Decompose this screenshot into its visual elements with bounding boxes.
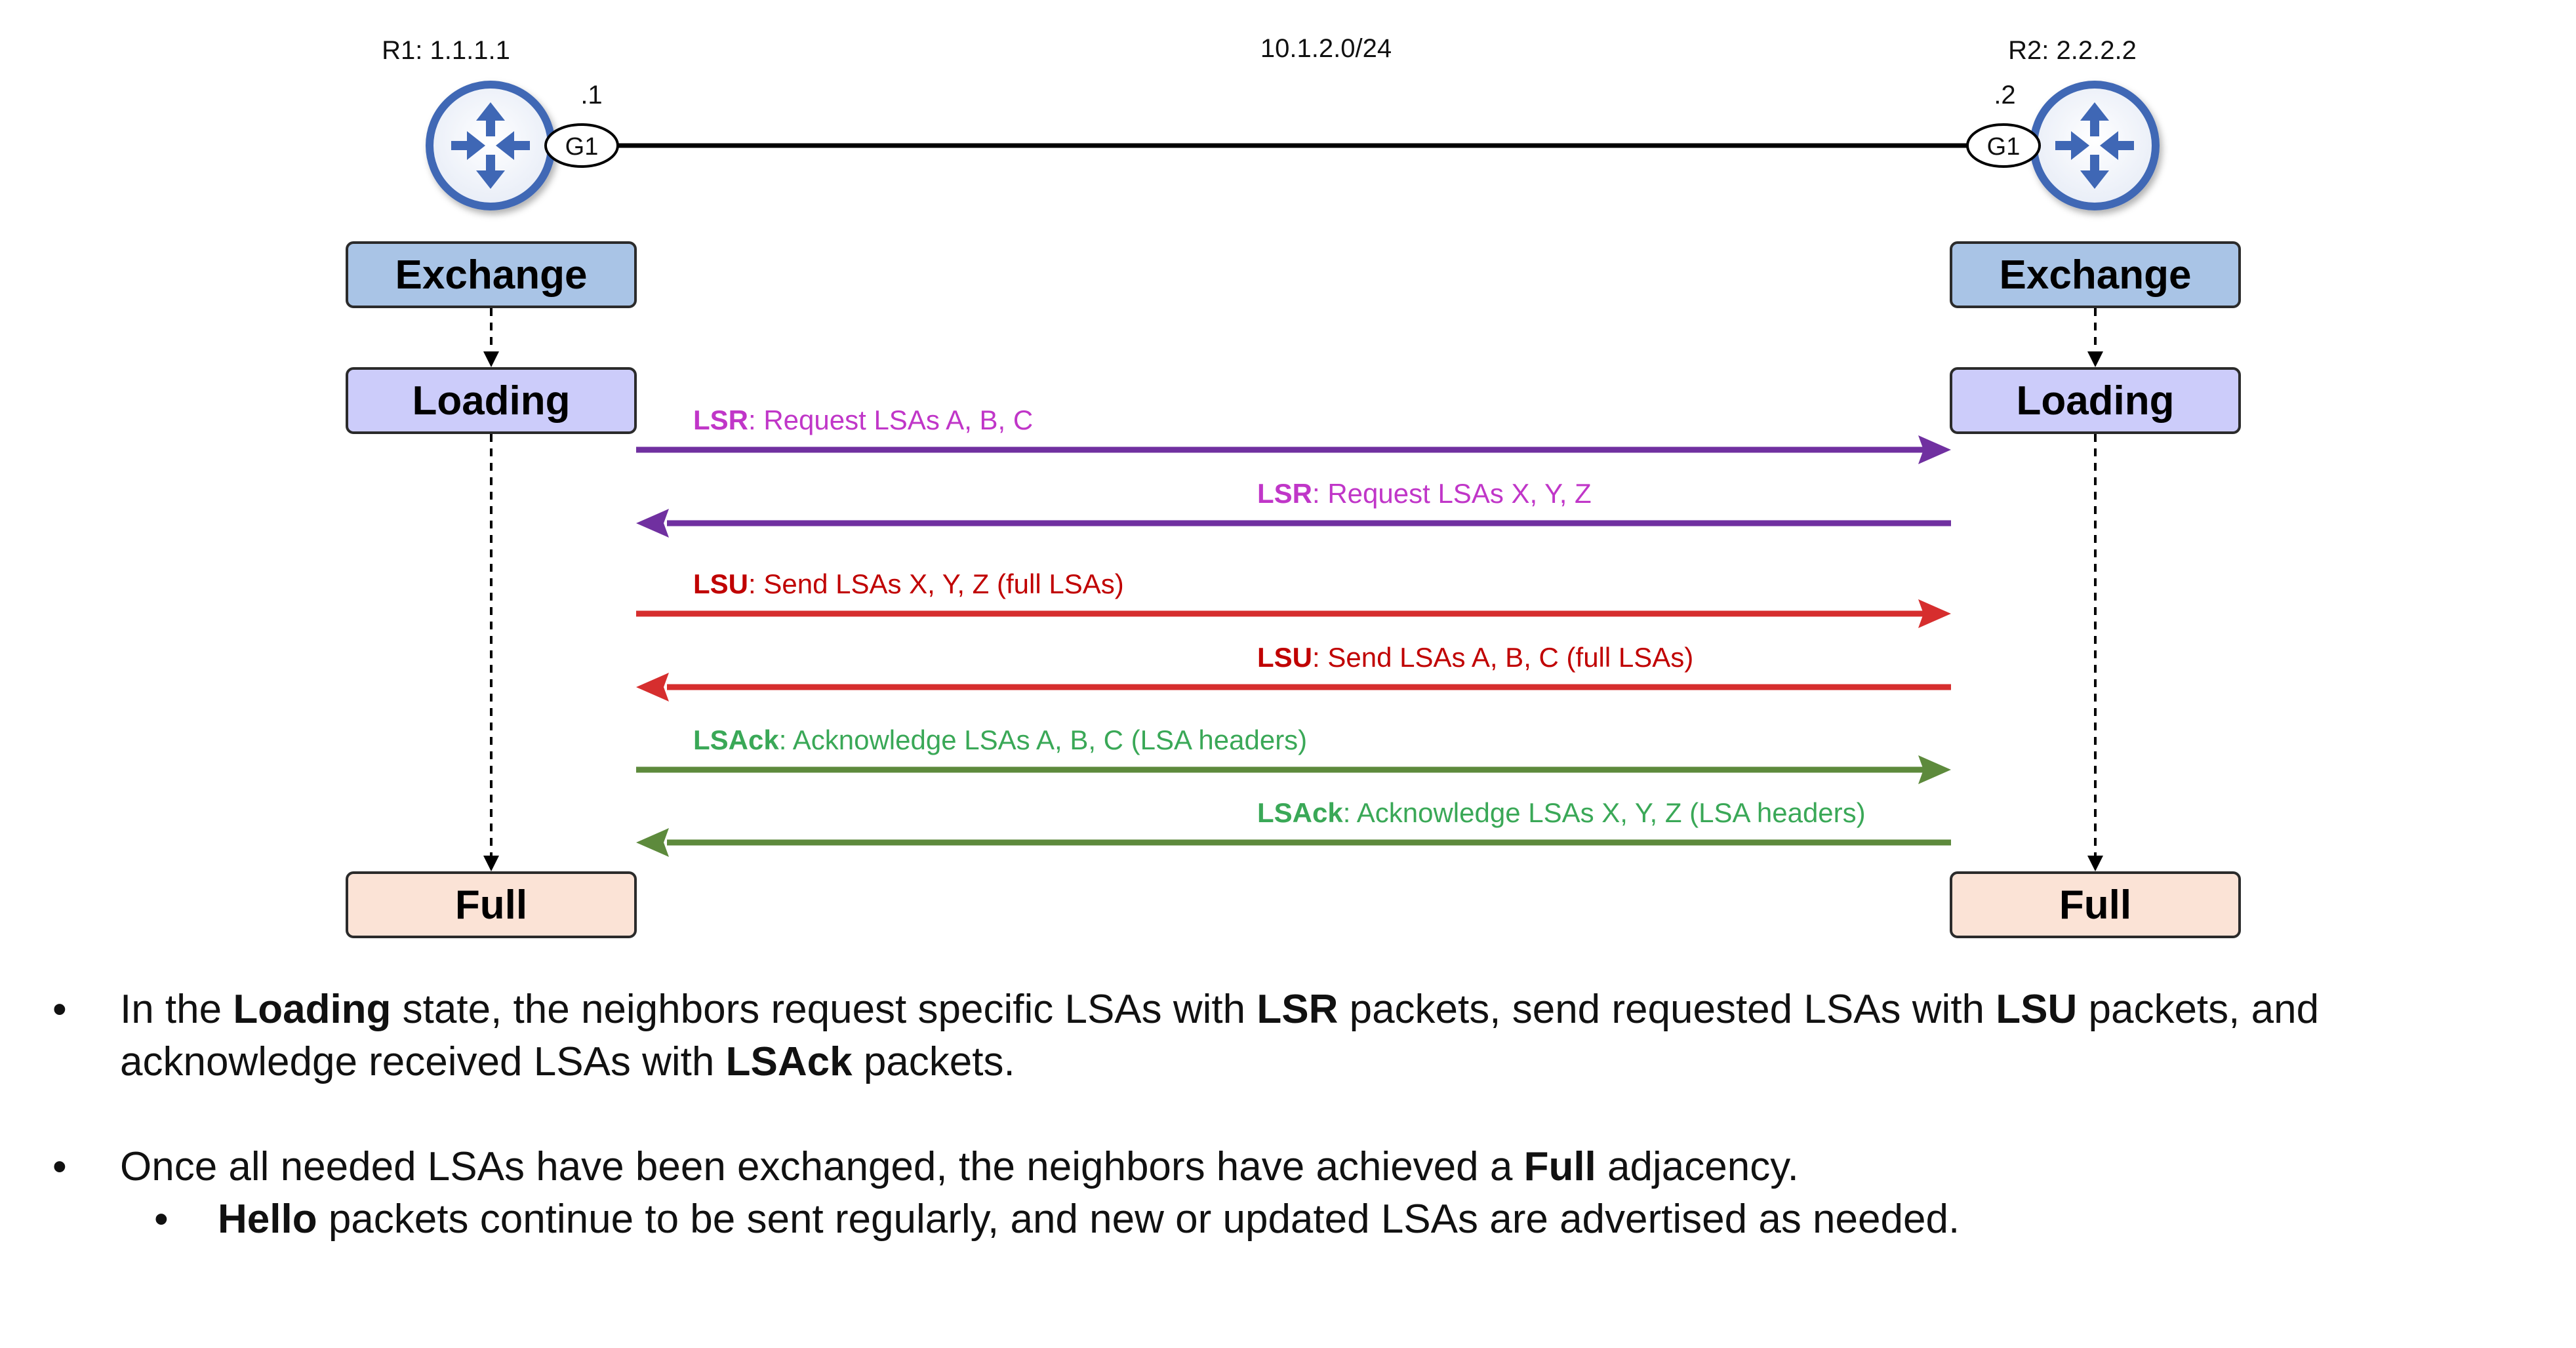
- bullet-loading-state: • In the Loading state, the neighbors re…: [52, 983, 2518, 1088]
- message-arrows: LSR: Request LSAs A, B, C LSR: Request LS…: [636, 405, 1951, 857]
- r1-interface-label: G1: [565, 133, 599, 161]
- message-label-lsu: LSU: Send LSAs X, Y, Z (full LSAs): [693, 568, 1124, 599]
- r1-interface-oval: [544, 123, 619, 168]
- r1-loading-label: Loading: [412, 378, 570, 424]
- ospf-loading-diagram: R1: 1.1.1.1 10.1.2.0/24 R2: 2.2.2.2 .1 .…: [346, 34, 2241, 938]
- message-arrowhead: [636, 509, 669, 538]
- bullet-marker: •: [52, 1144, 67, 1189]
- message-label-lsr: LSR: Request LSAs A, B, C: [693, 405, 1033, 435]
- bullet-marker: •: [154, 1197, 169, 1242]
- r2-interface-oval: [1966, 123, 2041, 168]
- sub-bullet-hello: • Hello packets continue to be sent regu…: [52, 1193, 2518, 1246]
- message-arrowhead: [1918, 755, 1951, 784]
- r2-exchange-label: Exchange: [2000, 252, 2192, 298]
- message-arrowhead: [1918, 599, 1951, 628]
- message-label-lsu: LSU: Send LSAs A, B, C (full LSAs): [1257, 642, 1693, 673]
- r1-label: R1: 1.1.1.1: [382, 36, 510, 65]
- r1-ip-label: .1: [580, 81, 602, 109]
- r2-full-label: Full: [2059, 882, 2131, 928]
- bullet-full-adjacency: • Once all needed LSAs have been exchang…: [52, 1141, 2518, 1193]
- r2-interface-label: G1: [1987, 133, 2021, 161]
- r2-full-box: [1950, 871, 2241, 938]
- message-label-lsack: LSAck: Acknowledge LSAs A, B, C (LSA hea…: [693, 724, 1307, 755]
- message-label-lsack: LSAck: Acknowledge LSAs X, Y, Z (LSA hea…: [1257, 797, 1866, 828]
- r1-exchange-box: [346, 241, 637, 308]
- r2-loading-box: [1950, 367, 2241, 434]
- r1-loading-box: [346, 367, 637, 434]
- r2-label: R2: 2.2.2.2: [2008, 36, 2137, 65]
- message-arrowhead: [1918, 435, 1951, 464]
- state-transition-arrowheads: [483, 351, 2103, 871]
- r2-ip-label: .2: [1994, 81, 2015, 109]
- r2-exchange-box: [1950, 241, 2241, 308]
- r1-full-label: Full: [455, 882, 527, 928]
- bullet-marker: •: [52, 987, 67, 1032]
- r2-loading-label: Loading: [2016, 378, 2174, 424]
- subnet-label: 10.1.2.0/24: [1260, 34, 1392, 63]
- explanation-bullets: • In the Loading state, the neighbors re…: [52, 983, 2518, 1246]
- message-arrowhead: [636, 828, 669, 857]
- router-arrows-icon: [2055, 102, 2134, 189]
- message-label-lsr: LSR: Request LSAs X, Y, Z: [1257, 478, 1592, 509]
- router-arrows-icon: [451, 102, 530, 189]
- r1-exchange-label: Exchange: [395, 252, 588, 298]
- message-arrowhead: [636, 673, 669, 702]
- r1-full-box: [346, 871, 637, 938]
